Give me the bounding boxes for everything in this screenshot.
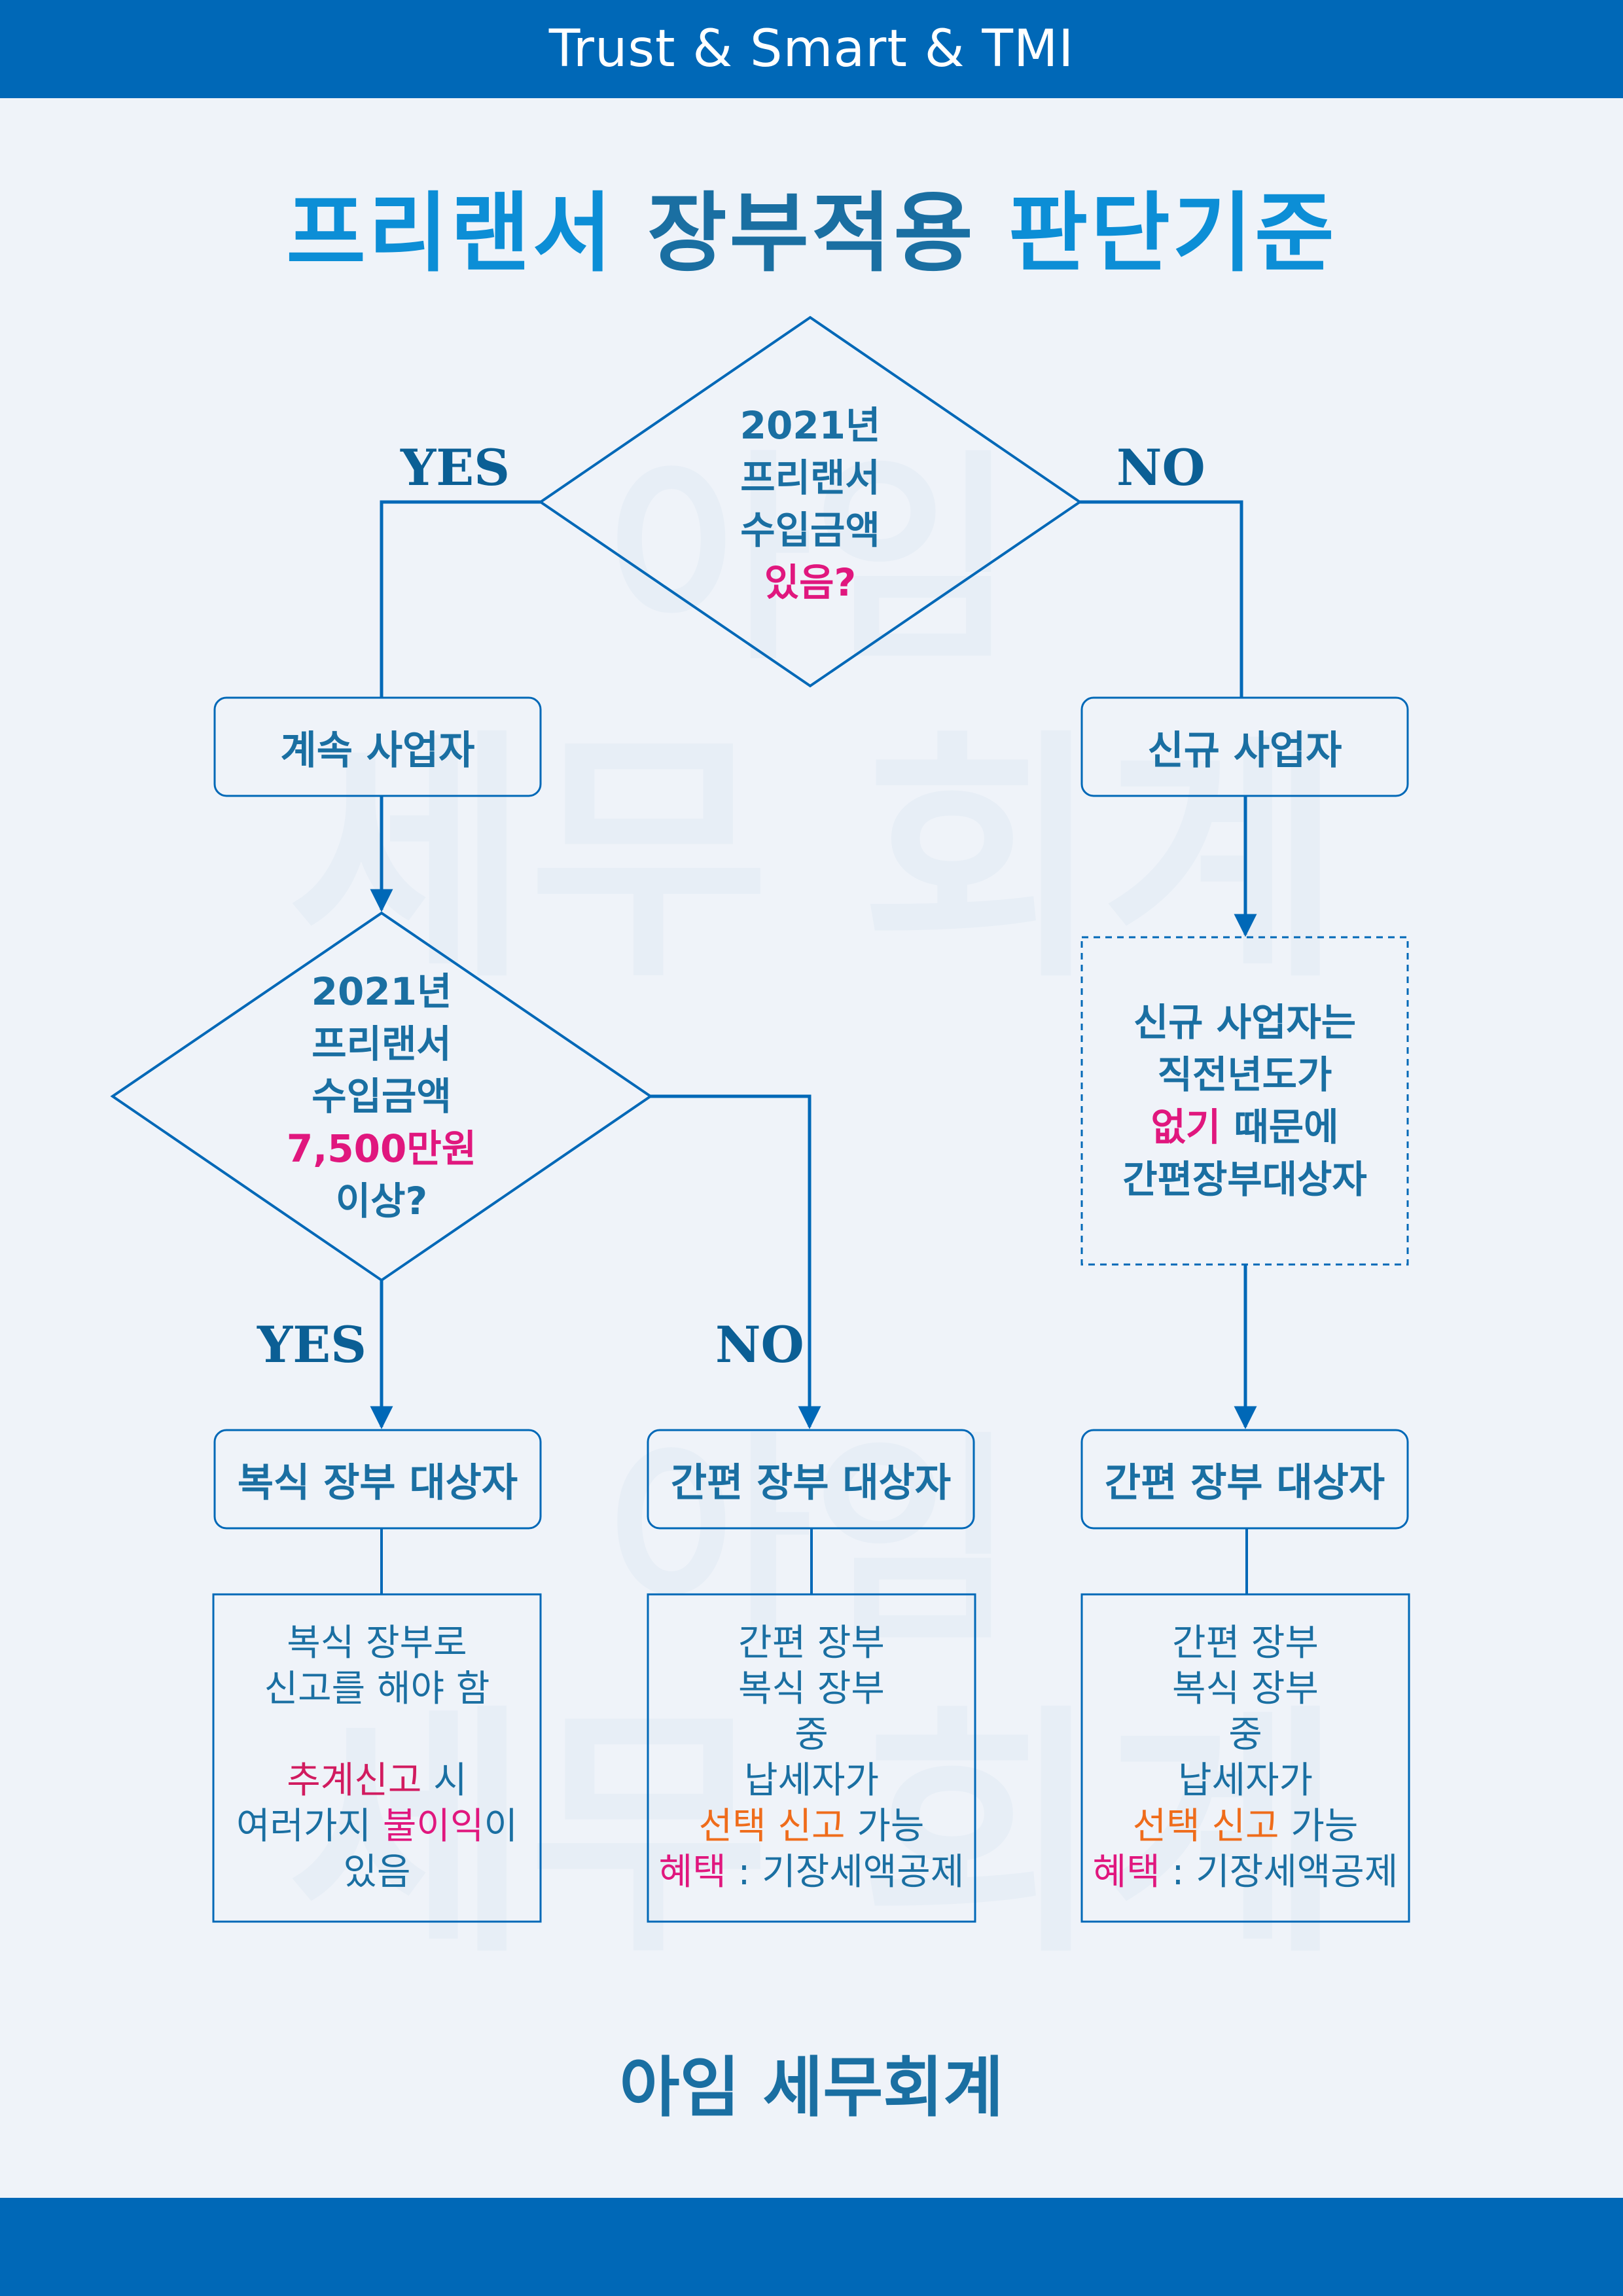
simple-mid-line6b: : 기장세액공제 [726,1851,965,1893]
decision1-text: 2021년 프리랜서 수입금액 있음? [679,399,941,609]
simple-right-line4: 납세자가 [1177,1759,1313,1802]
double-note-line3: 추계신고 시 [287,1758,467,1804]
double-note-line4c: 이 [484,1805,518,1848]
box-continuing [213,696,542,797]
new-note-line2: 직전년도가 [1157,1052,1332,1097]
double-note-line5: 있음 [343,1851,411,1893]
simple-mid-line5b: 가능 [845,1805,925,1848]
double-note-line4: 여러가지 불이익이 [236,1804,518,1850]
box-double-entry [213,1429,542,1530]
decision2-line1: 2021년 [311,969,452,1014]
simple-right-line5: 선택 신고 가능 [1133,1804,1359,1850]
new-note-line1: 신규 사업자는 [1133,1000,1357,1045]
simple-right-line6b: : 기장세액공제 [1160,1851,1399,1893]
simple-mid-label: 간편 장부 대상자 [670,1460,952,1506]
simple-right-line3: 중 [1228,1713,1262,1756]
footer-brand: 아임 세무회계 [619,2049,1004,2126]
note-simple-right [1080,1593,1410,1923]
note-simple-mid [647,1593,976,1923]
simple-mid-line6: 혜택 : 기장세액공제 [659,1850,965,1895]
title-part1: 프리랜서 [286,183,615,284]
decision2-text: 2021년 프리랜서 수입금액 7,500만원 이상? [251,965,512,1227]
simple-right-line6a: 혜택 [1092,1851,1160,1893]
simple-right-line1: 간편 장부 [1172,1622,1319,1664]
simple-mid-line1: 간편 장부 [738,1622,885,1664]
simple-mid-line5: 선택 신고 가능 [699,1804,925,1850]
arrow-no-2 [651,1094,821,1429]
double-note-line1: 복식 장부로 [287,1622,467,1664]
decision2-line5: 이상? [335,1179,428,1223]
decision2-line3: 수입금액 [312,1074,452,1119]
simple-right-line2: 복식 장부 [1172,1668,1319,1710]
new-note-line3b: 때문에 [1221,1105,1339,1149]
decision1-line4: 있음? [764,560,857,605]
simple-mid-line4: 납세자가 [743,1759,880,1802]
box-new-note [1080,936,1409,1266]
new-note-line4: 간편장부대상자 [1122,1157,1367,1202]
new-note-line3: 없기 때문에 [1150,1101,1338,1153]
footer-bar [0,2198,1623,2296]
box-simple-right [1080,1429,1409,1530]
title-part2: 장부적용 [647,183,976,284]
label-yes-1: YES [401,439,510,497]
double-entry-label: 복식 장부 대상자 [237,1460,518,1506]
title-part3: 판단기준 [1008,183,1337,284]
double-note-line4b: 불이익 [382,1805,484,1848]
simple-right-line5a: 선택 신고 [1132,1805,1279,1848]
connector-yes-1 [380,500,541,698]
simple-mid-line2: 복식 장부 [738,1668,885,1710]
label-yes-2: YES [257,1316,367,1374]
simple-mid-note-text: 간편 장부 복식 장부 중 납세자가 선택 신고 가능 혜택 : 기장세액공제 [648,1594,975,1922]
simple-right-line5b: 가능 [1279,1805,1359,1848]
simple-right-line6: 혜택 : 기장세액공제 [1093,1850,1399,1895]
decision2-line4: 7,500만원 [286,1126,477,1171]
new-note-text: 신규 사업자는 직전년도가 없기 때문에 간편장부대상자 [1082,937,1408,1265]
double-note-line2: 신고를 해야 함 [264,1668,490,1710]
new-note-line3a: 없기 [1150,1105,1221,1149]
decision-diamond-1 [538,315,1082,688]
double-note-text: 복식 장부로 신고를 해야 함 추계신고 시 여러가지 불이익이 있음 [213,1594,541,1922]
double-note-line4a: 여러가지 [236,1805,383,1848]
connector-no-1 [1080,500,1243,698]
new-business-label: 신규 사업자 [1147,727,1342,774]
label-no-2: NO [715,1316,804,1374]
simple-right-label: 간편 장부 대상자 [1104,1460,1385,1506]
decision2-line2: 프리랜서 [312,1022,452,1066]
decision1-line3: 수입금액 [740,508,880,552]
header-bar: Trust & Smart & TMI [0,0,1623,98]
simple-right-note-text: 간편 장부 복식 장부 중 납세자가 선택 신고 가능 혜택 : 기장세액공제 [1082,1594,1409,1922]
double-note-line3a: 추계신고 [287,1759,422,1802]
simple-mid-line6a: 혜택 [658,1851,726,1893]
simple-mid-line3: 중 [794,1713,829,1756]
decision1-line2: 프리랜서 [740,456,880,500]
box-new-business [1080,696,1409,797]
decision1-line1: 2021년 [740,403,881,448]
note-double-entry [212,1593,542,1923]
continuing-label: 계속 사업자 [280,727,475,774]
page-title: 프리랜서 장부적용 판단기준 [0,164,1623,289]
header-title: Trust & Smart & TMI [548,20,1075,79]
label-no-1: NO [1116,439,1205,497]
simple-mid-line5a: 선택 신고 [698,1805,846,1848]
double-note-line3b: 시 [421,1759,467,1802]
